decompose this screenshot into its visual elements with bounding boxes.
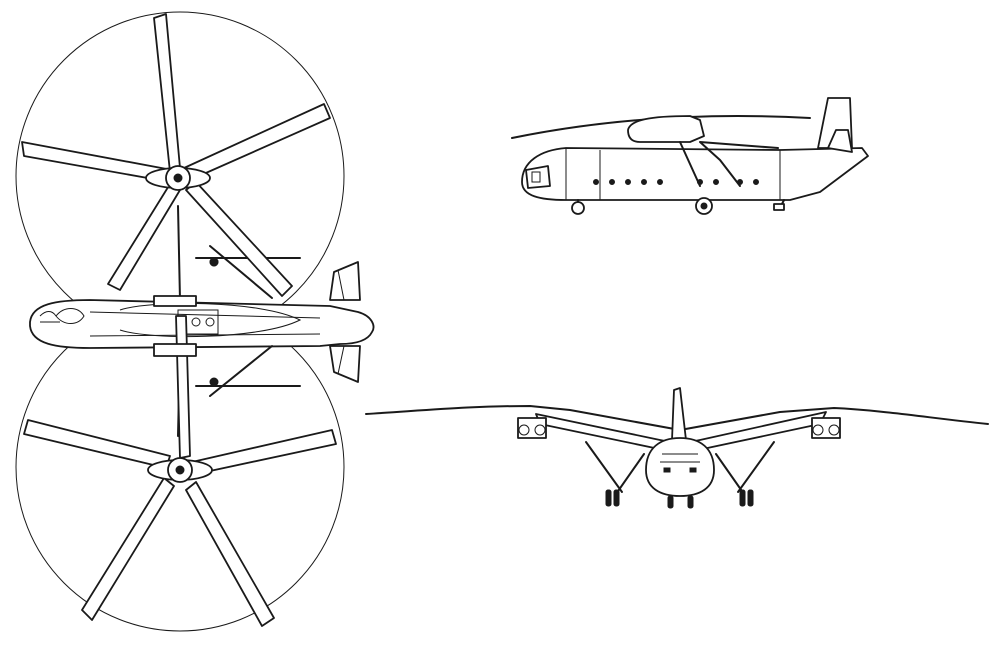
lower-rotor-blades: [23, 315, 337, 627]
fuselage-top: [29, 299, 375, 349]
front-engines: [517, 417, 841, 439]
top-view: [15, 11, 375, 632]
front-fuselage: [645, 437, 715, 497]
front-view: [365, 387, 989, 509]
side-landing-gear: [571, 197, 785, 215]
front-tail-fin: [671, 387, 687, 441]
engine-nacelle-upper: [153, 295, 197, 307]
front-landing-gear: [605, 489, 754, 509]
engine-nacelle-lower: [153, 343, 197, 357]
upper-rotor-blades: [21, 13, 331, 297]
tail-top: [329, 261, 361, 383]
side-engine-pod: [627, 115, 705, 143]
side-view: [511, 97, 869, 215]
